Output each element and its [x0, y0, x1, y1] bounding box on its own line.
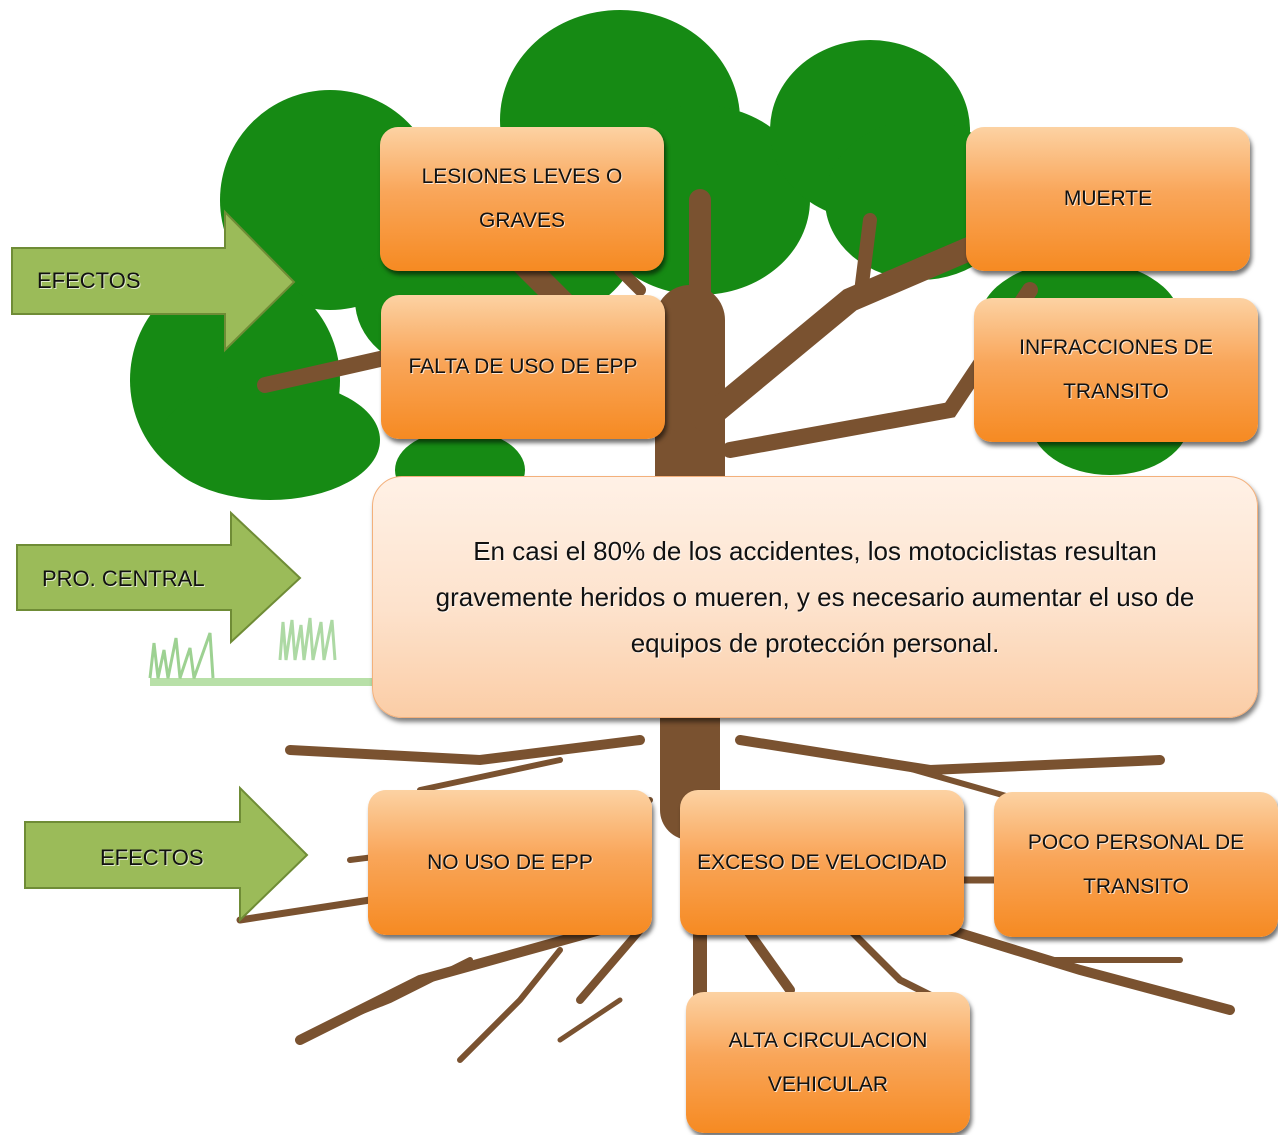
- effect-falta-uso: FALTA DE USO DE EPP: [381, 295, 665, 439]
- arrow-efectos-bottom: [24, 785, 309, 923]
- arrow-pro-central: [16, 510, 302, 645]
- effect-infracciones: INFRACCIONES DE TRANSITO: [974, 298, 1258, 442]
- arrow-label-efectos-bottom: EFECTOS: [100, 845, 204, 870]
- arrow-efectos-top: [11, 209, 296, 353]
- cause-poco-personal: POCO PERSONAL DE TRANSITO: [994, 792, 1278, 937]
- cause-exceso: EXCESO DE VELOCIDAD: [680, 790, 964, 935]
- cause-alta-circulacion: ALTA CIRCULACION VEHICULAR: [686, 992, 970, 1133]
- arrow-label-efectos-top: EFECTOS: [37, 268, 141, 293]
- arrows: [11, 209, 309, 923]
- cause-no-uso: NO USO DE EPP: [368, 790, 652, 935]
- effect-lesiones: LESIONES LEVES O GRAVES: [380, 127, 664, 271]
- arrow-label-pro-central: PRO. CENTRAL: [42, 566, 205, 591]
- effect-muerte: MUERTE: [966, 127, 1250, 271]
- central-problem: En casi el 80% de los accidentes, los mo…: [372, 476, 1258, 718]
- grass: [148, 617, 380, 686]
